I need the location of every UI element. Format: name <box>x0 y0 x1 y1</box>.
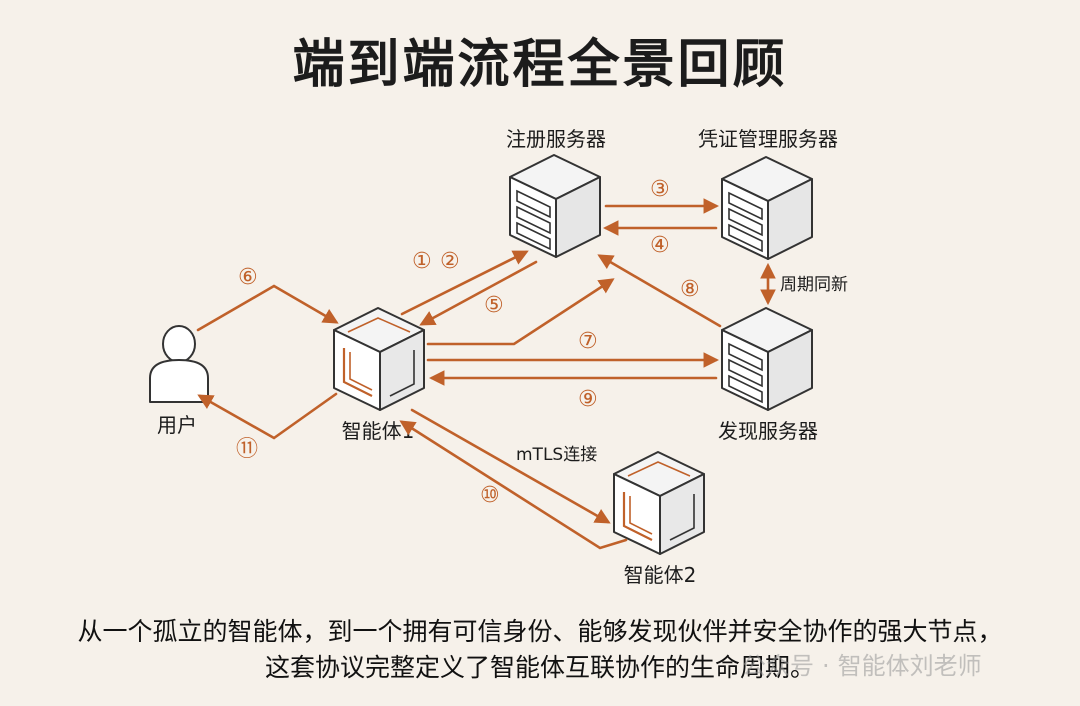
agent1-node: 智能体1 <box>332 306 426 443</box>
credential-server-node: 凭证管理服务器 <box>698 127 838 260</box>
watermark-author: 智能体刘老师 <box>837 652 982 680</box>
caption-line-2: 这套协议完整定义了智能体互联协作的生命周期。 <box>264 653 815 682</box>
discovery-server-node: 发现服务器 <box>718 307 818 443</box>
step-number-8: ⑧ <box>680 277 700 302</box>
step-number-11: ⑪ <box>236 437 258 462</box>
periodic-refresh-label: 周期同新 <box>780 275 848 295</box>
step-number-4: ④ <box>650 233 670 258</box>
arrow-agent1-to-registration <box>426 278 615 346</box>
arrow-step-10-out <box>410 408 611 524</box>
step-number-9: ⑨ <box>578 387 598 412</box>
agent-cube-icon <box>612 450 706 556</box>
arrow-step-11 <box>197 392 338 440</box>
arrow-step-8 <box>597 254 722 328</box>
step-number-3: ③ <box>650 177 670 202</box>
arrow-step-6 <box>196 284 339 332</box>
agent2-label: 智能体2 <box>624 563 697 587</box>
server-icon <box>509 154 601 258</box>
registration-server-label: 注册服务器 <box>506 127 606 151</box>
page-title: 端到端流程全景回顾 <box>292 35 788 95</box>
caption: 从一个孤立的智能体，到一个拥有可信身份、能够发现伙伴并安全协作的强大节点， 这套… <box>0 614 1080 686</box>
arrow-step-5 <box>419 260 538 326</box>
agent-cube-icon <box>332 306 426 412</box>
user-label: 用户 <box>157 413 197 437</box>
agent2-node: 智能体2 <box>612 450 706 587</box>
step-number-2: ② <box>440 249 460 274</box>
caption-line-1: 从一个孤立的智能体，到一个拥有可信身份、能够发现伙伴并安全协作的强大节点， <box>77 617 1003 646</box>
user-icon <box>149 325 209 403</box>
step-number-6: ⑥ <box>238 265 258 290</box>
watermark-source: 公众号 <box>742 652 814 680</box>
step-number-7: ⑦ <box>578 329 598 354</box>
credential-server-label: 凭证管理服务器 <box>698 127 838 151</box>
watermark-separator: · <box>822 652 830 680</box>
step-number-1: ① <box>412 249 432 274</box>
registration-server-node: 注册服务器 <box>506 127 606 258</box>
step-number-5: ⑤ <box>484 293 504 318</box>
step-number-10: ⑩ <box>480 483 500 508</box>
user-node: 用户 <box>149 325 209 437</box>
arrow-step-10-back <box>399 420 628 550</box>
discovery-server-label: 发现服务器 <box>718 419 818 443</box>
arrow-step-1-2 <box>400 250 529 316</box>
watermark: 公众号 ·智能体刘老师 <box>742 646 982 681</box>
server-icon <box>721 156 813 260</box>
mtls-connection-label: mTLS连接 <box>516 445 597 465</box>
server-icon <box>721 307 813 411</box>
